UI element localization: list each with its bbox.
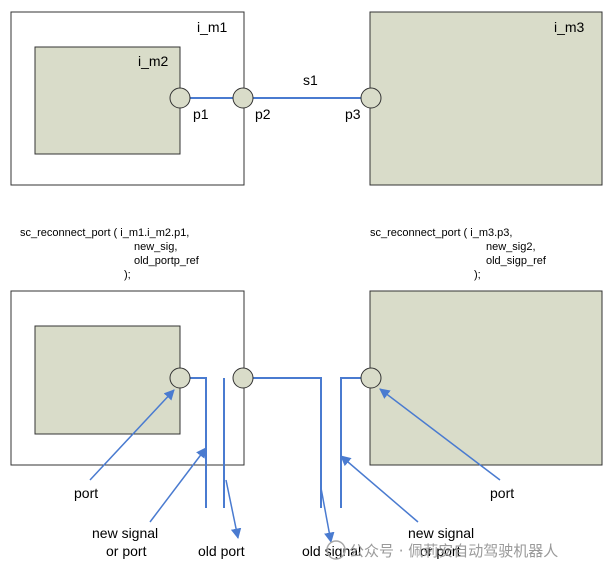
code-left-line3: old_portp_ref <box>134 255 200 267</box>
module-i-m2-top <box>34 46 181 155</box>
label-p3: p3 <box>345 106 361 122</box>
label-i-m1: i_m1 <box>197 19 228 35</box>
label-new-signal-left-1: new signal <box>92 525 158 541</box>
port-p2-bottom <box>232 367 254 389</box>
label-port-left: port <box>74 485 98 501</box>
label-old-port: old port <box>198 543 245 559</box>
port-p1-top <box>169 87 191 109</box>
arrow-old-signal <box>320 487 335 544</box>
code-left-line1: sc_reconnect_port ( i_m1.i_m2.p1, <box>20 227 189 239</box>
arrow-old-port <box>225 479 242 540</box>
module-i-m3-top <box>369 11 603 186</box>
wechat-icon <box>326 540 346 560</box>
arrow-port-left <box>89 389 175 481</box>
label-port-right: port <box>490 485 514 501</box>
port-p2-top <box>232 87 254 109</box>
label-p2: p2 <box>255 106 271 122</box>
label-new-signal-right-2: or port <box>420 543 461 559</box>
code-right-line4: ); <box>474 269 481 281</box>
port-p3-top <box>360 87 382 109</box>
label-new-signal-right-1: new signal <box>408 525 474 541</box>
label-i-m2: i_m2 <box>138 53 169 69</box>
wire-old-port <box>253 377 322 508</box>
module-i-m2-bottom <box>34 325 181 435</box>
code-left-line2: new_sig, <box>134 241 177 253</box>
label-s1: s1 <box>303 72 318 88</box>
code-left-line4: ); <box>124 269 131 281</box>
code-right-line3: old_sigp_ref <box>486 255 547 267</box>
label-p1: p1 <box>193 106 209 122</box>
arrow-new-signal-right <box>340 455 419 523</box>
port-p1-bottom <box>169 367 191 389</box>
port-p3-bottom <box>360 367 382 389</box>
code-right-line1: sc_reconnect_port ( i_m3.p3, <box>370 227 512 239</box>
watermark-text: 公众号 · 佩莉安自动驾驶机器人 <box>349 542 558 560</box>
wire-old-signal-right <box>340 377 361 508</box>
label-old-signal: old signal <box>302 543 361 559</box>
arrow-new-signal-left <box>149 447 207 523</box>
watermark: 公众号 · 佩莉安自动驾驶机器人 <box>326 540 558 560</box>
wire-new-signal-left <box>190 377 207 508</box>
code-right-line2: new_sig2, <box>486 241 536 253</box>
arrow-port-right <box>379 388 501 481</box>
module-i-m3-bottom <box>369 290 603 466</box>
label-i-m3: i_m3 <box>554 19 585 35</box>
label-new-signal-left-2: or port <box>106 543 147 559</box>
